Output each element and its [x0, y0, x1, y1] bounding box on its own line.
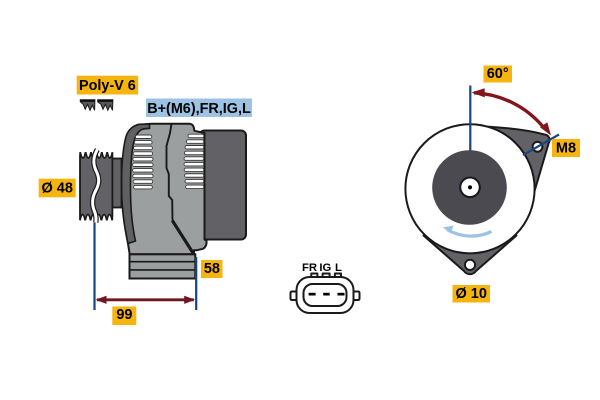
svg-text:Ø 48: Ø 48	[41, 180, 72, 196]
svg-text:FR: FR	[302, 262, 317, 274]
svg-text:IG: IG	[319, 262, 331, 274]
svg-text:M8: M8	[556, 140, 576, 156]
svg-text:B+(M6),FR,IG,L: B+(M6),FR,IG,L	[147, 101, 251, 117]
svg-text:Poly-V 6: Poly-V 6	[79, 78, 136, 94]
svg-text:99: 99	[116, 307, 132, 323]
svg-text:60°: 60°	[487, 66, 509, 82]
svg-text:58: 58	[204, 261, 220, 277]
svg-text:Ø 10: Ø 10	[455, 286, 486, 302]
svg-text:L: L	[335, 262, 342, 274]
